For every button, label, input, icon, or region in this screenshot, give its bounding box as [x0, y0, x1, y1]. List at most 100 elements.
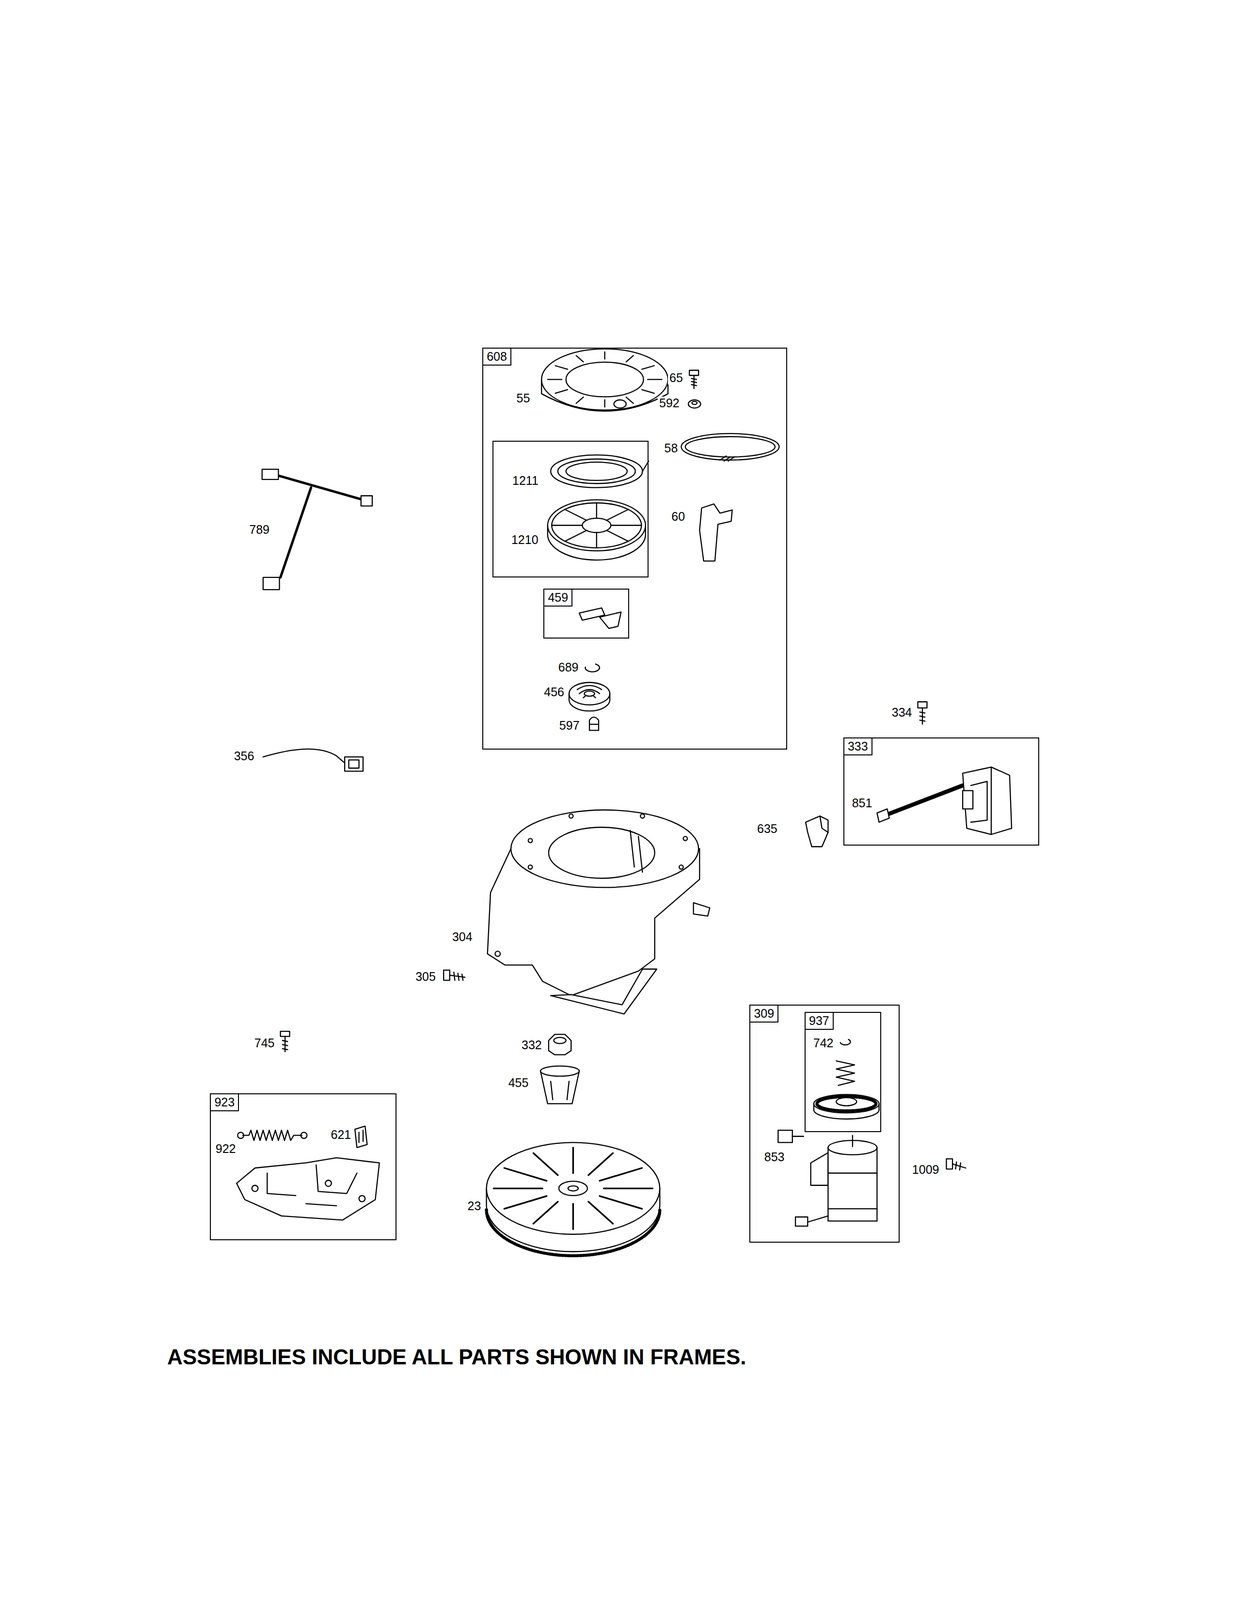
ground-wire	[263, 748, 345, 763]
governor-spring	[237, 1131, 244, 1139]
bolt	[946, 1158, 966, 1170]
flywheel-nut	[548, 1033, 571, 1055]
callout-number: 853	[762, 1150, 787, 1164]
wire-connector	[777, 1129, 804, 1142]
control-bracket	[359, 1195, 366, 1202]
starter-dog	[579, 607, 621, 629]
starter-motor	[810, 1152, 829, 1185]
ground-wire	[348, 759, 360, 768]
starter-handle	[699, 503, 732, 561]
starter-motor	[827, 1135, 877, 1209]
retainer-clip	[585, 664, 600, 672]
rewind-spring	[550, 454, 643, 488]
ground-wire	[263, 748, 364, 772]
ratchet	[584, 690, 595, 697]
parts-frame: 937742	[804, 1011, 882, 1132]
retainer-clip	[585, 664, 600, 672]
callout-number: 1009	[910, 1162, 941, 1176]
bolt	[946, 1158, 953, 1169]
assembly-number: 608	[483, 348, 512, 366]
rewind-pulley	[547, 499, 646, 551]
ignition-armature	[962, 790, 973, 809]
ratchet	[577, 685, 602, 698]
parts-frame: 333 851	[843, 737, 1040, 846]
spark-plug-boot	[805, 815, 828, 847]
bolt	[918, 701, 928, 724]
starter-handle	[699, 503, 732, 561]
callout-number: 60	[669, 509, 687, 523]
starter-motor	[807, 1215, 828, 1222]
ignition-armature	[876, 766, 1012, 835]
nut	[692, 401, 698, 405]
blower-housing	[693, 902, 711, 916]
pinion-spring	[836, 1060, 855, 1085]
flywheel	[486, 1141, 661, 1234]
control-bracket	[325, 1179, 332, 1187]
callout-number: 58	[663, 441, 680, 455]
ground-wire	[344, 756, 364, 771]
callout-number: 789	[247, 522, 271, 537]
starter-cup	[550, 1080, 570, 1100]
starter-motor	[827, 1147, 877, 1221]
flywheel	[486, 1209, 661, 1256]
spark-plug-boot	[805, 815, 828, 847]
callout-number: 597	[557, 718, 582, 732]
control-bracket	[236, 1157, 380, 1220]
wire-harness	[263, 577, 280, 590]
governor-spring	[237, 1129, 307, 1141]
clip	[354, 1125, 367, 1148]
wire-connector	[792, 1135, 804, 1137]
control-bracket	[236, 1157, 380, 1220]
bolt	[443, 969, 465, 981]
callout-number: 332	[520, 1038, 544, 1052]
parts-frame: 309853937742	[749, 1004, 900, 1242]
screw	[589, 723, 599, 725]
assembly-number: 333	[844, 738, 873, 756]
blower-housing	[487, 809, 711, 1015]
parts-frame: 923922621	[209, 1093, 397, 1240]
bolt	[689, 370, 699, 389]
blower-housing	[679, 864, 683, 869]
bolt	[689, 370, 699, 376]
screw	[589, 716, 599, 730]
assembly-number: 937	[805, 1012, 834, 1030]
governor-spring	[301, 1131, 308, 1139]
starter-cup	[540, 1065, 580, 1077]
starter-rope	[685, 436, 776, 457]
rewind-housing	[614, 399, 627, 409]
pinion-spring	[836, 1060, 855, 1085]
callout-number: 851	[850, 796, 874, 810]
callout-number: 1210	[509, 533, 540, 547]
wire-harness	[262, 469, 279, 480]
blower-housing	[630, 830, 643, 872]
blower-housing	[640, 813, 645, 818]
nut	[688, 399, 701, 409]
callout-number: 742	[811, 1036, 836, 1050]
blower-housing	[550, 968, 657, 1015]
flywheel	[486, 1141, 661, 1256]
pinion-gear	[813, 1094, 880, 1119]
flywheel-nut	[548, 1033, 571, 1055]
blower-housing	[528, 864, 533, 869]
pinion-gear	[836, 1097, 857, 1106]
blower-housing	[548, 826, 655, 878]
wire-harness	[361, 495, 373, 507]
clip	[359, 1129, 364, 1142]
blower-housing	[569, 813, 573, 818]
starter-dog	[599, 611, 621, 629]
bolt	[443, 969, 450, 981]
callout-number: 1211	[510, 474, 540, 488]
control-bracket	[267, 1164, 357, 1206]
caption-note: ASSEMBLIES INCLUDE ALL PARTS SHOWN IN FR…	[166, 1346, 748, 1368]
rewind-spring	[550, 454, 649, 488]
callout-number: 745	[253, 1036, 277, 1050]
retaining-clip	[840, 1039, 851, 1045]
flywheel	[558, 1180, 588, 1195]
assembly-number: 309	[750, 1005, 779, 1023]
control-bracket	[252, 1185, 259, 1192]
wire-harness	[262, 469, 373, 590]
callout-number: 635	[755, 822, 779, 836]
rewind-pulley	[547, 499, 646, 560]
assembly-number: 923	[210, 1093, 239, 1111]
wire-connector	[777, 1129, 793, 1142]
